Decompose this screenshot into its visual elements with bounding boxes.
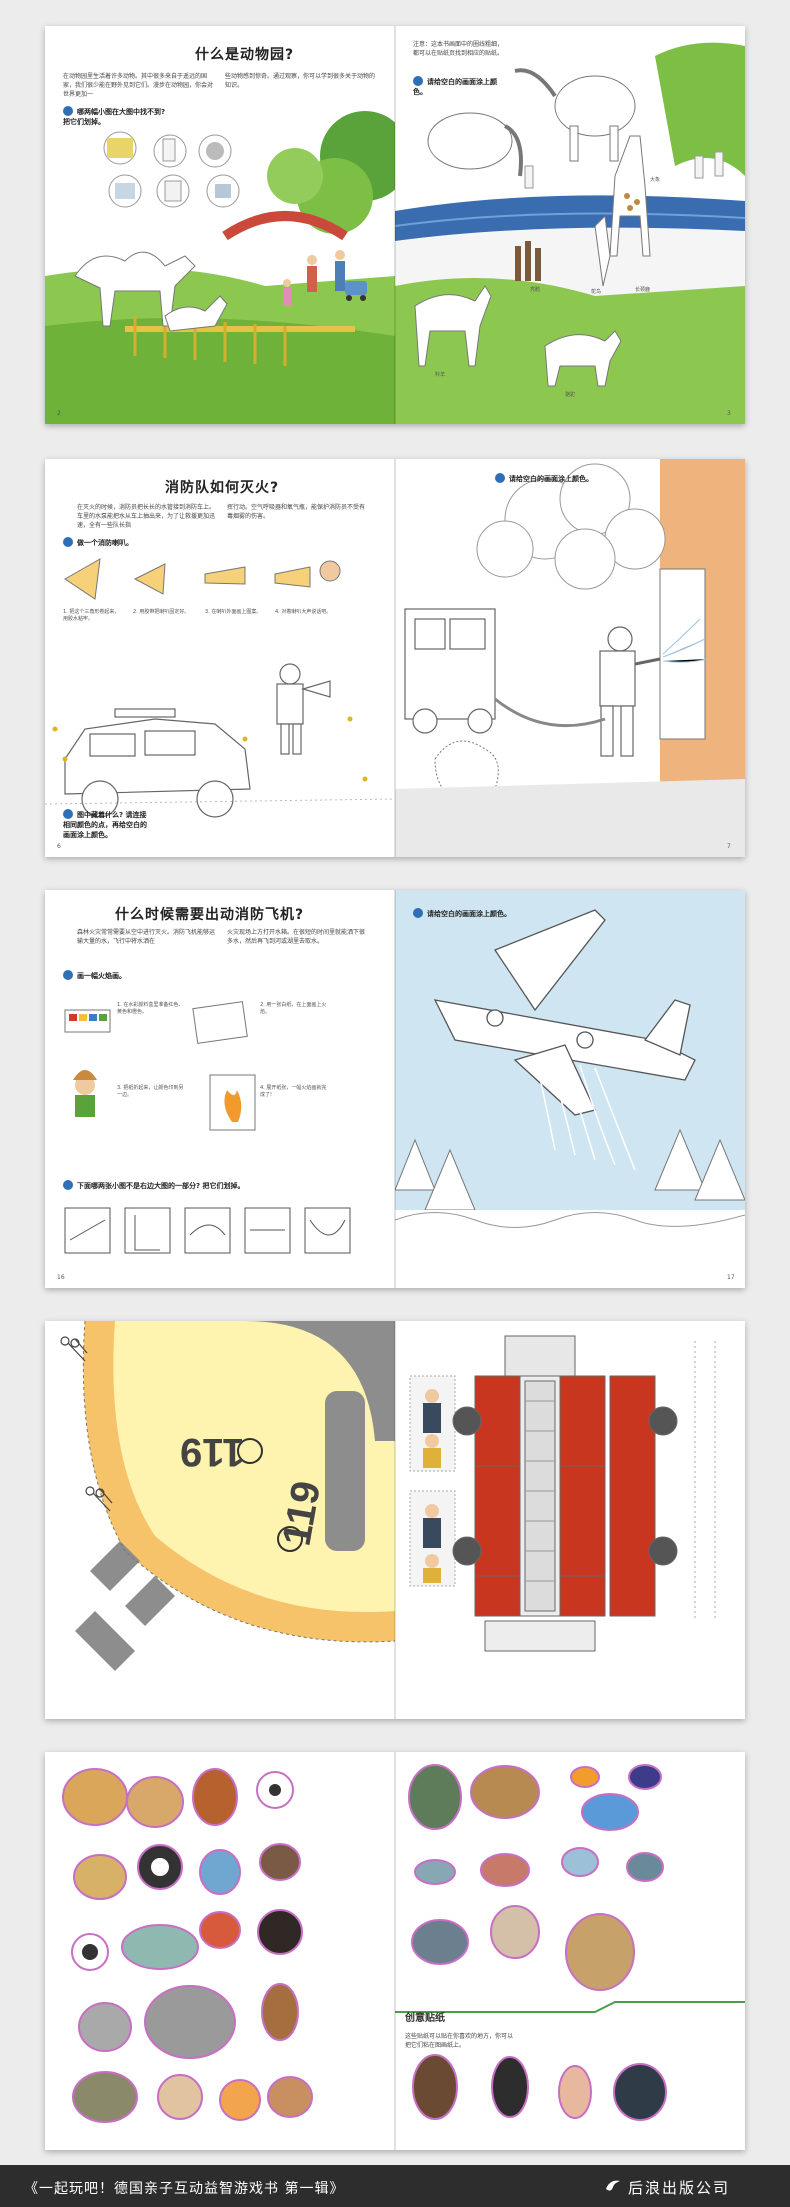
sticker-page-left [45,1752,395,2150]
sticker-page-right: 创意贴纸 这些贴纸可以贴在你喜欢的地方，你可以把它们粘在图画纸上。 [395,1752,745,2150]
sticker-section-title: 创意贴纸 [405,2013,445,2024]
instruction-icon [63,106,73,116]
publisher-logo-icon [606,2180,620,2191]
sticker-sheet-left [45,1752,395,2150]
sticker-section-text: 这些贴纸可以贴在你喜欢的地方，你可以把它们粘在图画纸上。 [405,2033,514,2049]
intro-text: 在灭火的时候，消防员把长长的水管接到消防车上。车里的水泵能把水从车上抽出来，为了… [77,504,216,529]
page-6: 消防队如何灭火? 在灭火的时候，消防员把长长的水管接到消防车上。车里的水泵能把水… [45,459,395,857]
page-17: 请给空白的画面涂上颜色。 17 [395,890,745,1288]
painting-instruction: 画一幅火焰画。 [63,970,126,981]
page-number: 3 [727,410,731,417]
intro-text-continued: 些动物感到惊奇。通过观察，你可以学到很多关于动物的知识。 [225,73,376,89]
label-stork: 秃鹳 [530,287,541,293]
instruction-icon [413,76,423,86]
page-number: 7 [727,843,731,850]
page-3: 注意：这本书画面中的圈线粗细，都可以在贴纸页找到相应的贴纸。 请给空白的画面涂上… [395,26,745,424]
page-title: 什么时候需要出动消防飞机? [115,907,305,923]
helipad-cutout-illustration [45,1321,395,1719]
spread-cutout: 119 119 [45,1321,745,1719]
step-caption-3: 3. 在喇叭外面画上图案。 [205,609,262,615]
spread-stickers: 创意贴纸 这些贴纸可以贴在你喜欢的地方，你可以把它们粘在图画纸上。 [45,1752,745,2150]
cutout-page-right [395,1321,745,1719]
instruction-icon [63,970,73,980]
firetruck-cutout-illustration [395,1321,745,1719]
dot-puzzle-instruction: 图中藏着什么? 请连接相同颜色的点，再给空白的画面涂上颜色。 [63,809,147,839]
emergency-number-rotated: 119 [180,1430,245,1474]
coloring-instruction: 请给空白的画面涂上颜色。 [413,908,511,919]
label-camel: 骆驼 [565,392,576,398]
puzzle-instruction: 下面哪两张小图不是右边大图的一部分? 把它们划掉。 [63,1180,245,1191]
page-16: 什么时候需要出动消防飞机? 森林火灾常常需要从空中进行灭火。消防飞机能够运输大量… [45,890,395,1288]
fire-right-illustration [395,459,745,857]
plane-left-illustration [45,890,395,1288]
footer-bar: 《一起玩吧！德国亲子互动益智游戏书 第一辑》 后浪出版公司 [0,2165,790,2207]
coloring-instruction: 请给空白的画面涂上颜色。 [495,473,593,484]
instruction-icon [413,908,423,918]
note-text: 注意：这本书画面中的圈线粗细，都可以在贴纸页找到相应的贴纸。 [413,41,504,57]
intro-text-continued: 火灾现场上方打开水箱。在很短的时间里就能洒下很多水，然后再飞到河或湖里去取水。 [227,929,366,945]
craft-instruction: 做一个消防喇叭。 [63,537,133,548]
page-number: 2 [57,410,61,417]
page-number: 16 [57,1274,65,1281]
page-number: 6 [57,843,61,850]
sticker-sheet-right [395,1752,745,2150]
puzzle-instruction: 哪两幅小图在大图中找不到? 把它们划掉。 [63,106,166,126]
spread-zoo: 什么是动物园? 在动物园里生活着许多动物。其中很多来自于遥远的国家，我们很少能在… [45,26,745,424]
step-caption-2: 2. 用胶带把喇叭固定好。 [133,609,190,615]
step-4: 4. 展开纸张，一幅火焰画就完成了! [260,1085,327,1098]
intro-text: 森林火灾常常需要从空中进行灭火。消防飞机能够运输大量的水，飞行中将水洒在 [77,929,216,945]
step-caption-1: 1. 把这个三角形卷起来，用胶水粘牢。 [63,609,120,622]
zoo-right-illustration [395,26,745,424]
label-giraffe: 长颈鹿 [635,287,651,293]
label-elephant: 大象 [650,177,661,183]
instruction-icon [63,809,73,819]
instruction-icon [63,1180,73,1190]
instruction-icon [63,537,73,547]
fire-left-illustration [45,459,395,857]
spread-fire-brigade: 消防队如何灭火? 在灭火的时候，消防员把长长的水管接到消防车上。车里的水泵能把水… [45,459,745,857]
instruction-icon [495,473,505,483]
page-title: 消防队如何灭火? [165,480,280,496]
publisher-name: 后浪出版公司 [628,2179,731,2197]
spread-firefighting-plane: 什么时候需要出动消防飞机? 森林火灾常常需要从空中进行灭火。消防飞机能够运输大量… [45,890,745,1288]
label-ostrich: 鸵鸟 [591,289,602,295]
page-title: 什么是动物园? [195,47,295,63]
page-2: 什么是动物园? 在动物园里生活着许多动物。其中很多来自于遥远的国家，我们很少能在… [45,26,395,424]
step-2: 2. 用一张白纸，在上面画上火焰。 [260,1002,327,1015]
label-antelope: 羚羊 [435,372,446,378]
step-3: 3. 把纸折起来，让颜色印到另一边。 [117,1085,184,1098]
zoo-left-illustration [45,26,395,424]
intro-text: 在动物园里生活着许多动物。其中很多来自于遥远的国家，我们很少能在野外见到它们。漫… [63,73,214,98]
intro-text-continued: 挥行动。空气呼吸器和氧气瓶，能保护消防员不受有毒烟雾的伤害。 [227,504,366,520]
step-1: 1. 在水彩颜料盒里准备红色、黄色和橙色。 [117,1002,184,1015]
page-number: 17 [727,1274,735,1281]
coloring-instruction: 请给空白的画面涂上颜色。 [413,76,497,96]
step-caption-4: 4. 对着喇叭大声说话吧。 [275,609,332,615]
page-7: 请给空白的画面涂上颜色。 7 [395,459,745,857]
book-series-title: 《一起玩吧！德国亲子互动益智游戏书 第一辑》 [24,2181,345,2197]
plane-right-illustration [395,890,745,1288]
cutout-page-left: 119 119 [45,1321,395,1719]
